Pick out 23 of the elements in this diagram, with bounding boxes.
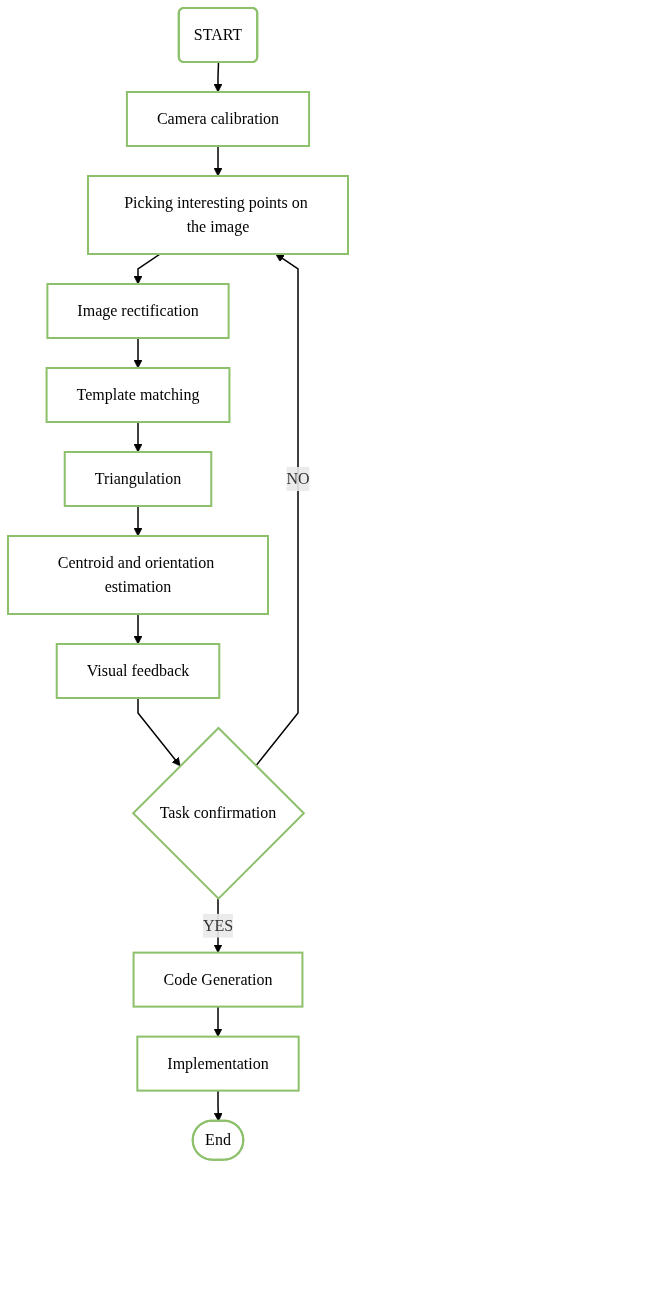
arrow xyxy=(213,1089,223,1122)
arrow xyxy=(213,61,223,93)
arrow xyxy=(133,613,143,645)
node-box: Visual feedback xyxy=(55,643,221,699)
arrow xyxy=(133,337,143,369)
edge-label: YES xyxy=(202,916,234,934)
arrow xyxy=(213,145,223,177)
node-box: Triangulation xyxy=(63,451,213,507)
arrow xyxy=(133,505,143,537)
arrow xyxy=(133,253,161,285)
arrow xyxy=(133,421,143,453)
node-box: Image rectification xyxy=(46,283,230,339)
node-box: Code Generation xyxy=(132,951,304,1008)
node-box: Camera calibration xyxy=(125,91,311,147)
node-box: Picking interesting points on the image xyxy=(87,175,349,255)
node-diamond: Task confirmation xyxy=(131,726,306,901)
node-box: Implementation xyxy=(136,1035,300,1092)
arrow xyxy=(213,1005,223,1038)
arrow xyxy=(255,253,299,767)
node-box: Centroid and orientation estimation xyxy=(7,535,269,615)
edge-label: NO xyxy=(286,470,310,487)
arrow xyxy=(137,697,181,767)
node-box: Template matching xyxy=(45,367,231,423)
